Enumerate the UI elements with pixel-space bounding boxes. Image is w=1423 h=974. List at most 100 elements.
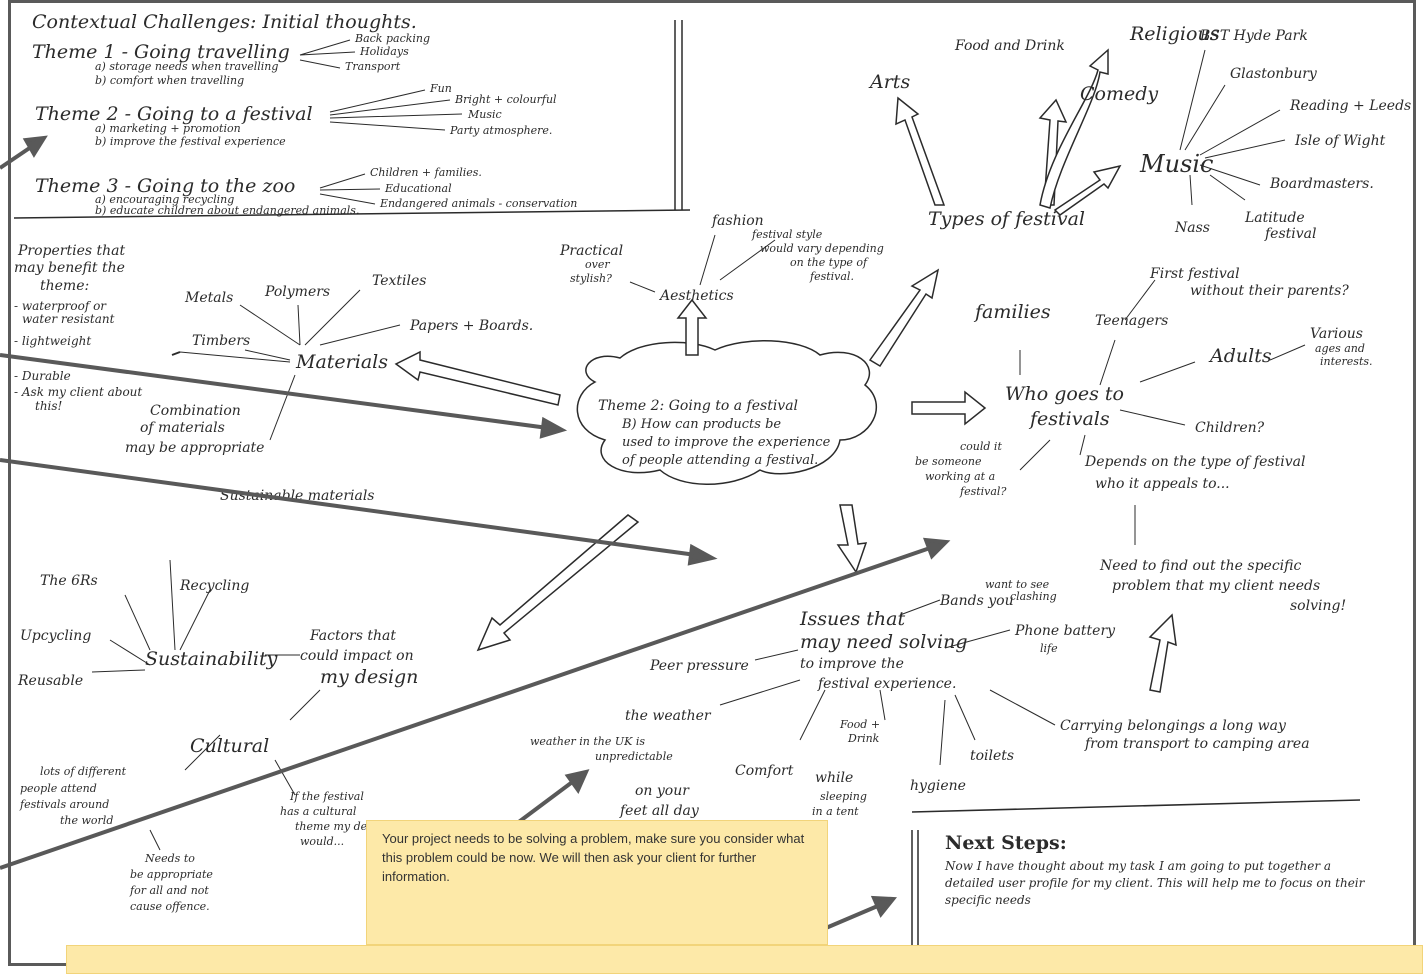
issues-phone-2: life [1040, 642, 1058, 655]
who-working-4: festival? [959, 485, 1006, 498]
theme-3-branch-children: Children + families. [370, 166, 482, 179]
issues-bands-1: Bands you [939, 593, 1014, 609]
issues-carry-1: Carrying belongings a long way [1060, 718, 1287, 734]
arrow-to-aesthetics [676, 298, 708, 356]
who-need-2: problem that my client needs [1112, 578, 1320, 594]
materials-branch-timbers: Timbers [192, 333, 250, 349]
issues-toilets: toilets [970, 748, 1014, 764]
materials-branch-textiles: Textiles [372, 273, 426, 289]
factors-cultural: Cultural [190, 735, 269, 757]
issues-feet-2: feet all day [619, 803, 700, 819]
properties-title-3: theme: [40, 278, 89, 294]
intro-divider-horizontal [13, 209, 691, 219]
who-first-2: without their parents? [1190, 283, 1349, 299]
teacher-feedback-note-bottom [66, 945, 1423, 974]
theme-2-title: Theme 2 - Going to a festival [35, 103, 313, 125]
issues-sleep-1: while [815, 770, 853, 786]
aesthetics-label: Aesthetics [658, 288, 734, 304]
issues-peer: Peer pressure [649, 658, 749, 674]
properties-item-4: - Durable [14, 369, 71, 383]
properties-block: Properties that may benefit the theme: -… [14, 243, 142, 413]
cultural-theme-2: has a cultural [280, 805, 357, 818]
next-steps-body: Now I have thought about my task I am go… [945, 859, 1365, 907]
aesthetics-style-4: festival. [809, 270, 854, 283]
music-nass: Nass [1174, 220, 1210, 236]
who-label-2: festivals [1028, 408, 1110, 430]
who-working-1: could it [960, 440, 1002, 453]
properties-item-6: this! [35, 399, 63, 413]
who-families: families [973, 301, 1051, 323]
who-label-1: Who goes to [1005, 383, 1124, 405]
theme-2-branch-bright: Bright + colourful [454, 93, 557, 106]
types-religious: Religious [1129, 23, 1220, 45]
pointer-arrow-head [22, 135, 48, 158]
types-arts: Arts [868, 71, 910, 93]
aesthetics-practical-2: over [585, 258, 610, 271]
issues-sleep-2: sleeping [820, 790, 867, 803]
issues-comfort: Comfort [735, 763, 794, 779]
factors-label-2: could impact on [300, 648, 414, 664]
center-line-4: of people attending a festival. [622, 453, 818, 468]
theme-1-branch-backpacking: Back packing [354, 32, 430, 45]
sus-reusable: Reusable [17, 673, 83, 689]
music-latitude: Latitude [1244, 210, 1305, 226]
materials-block: Materials Metals Polymers Textiles Timbe… [125, 273, 533, 504]
next-steps-title: Next Steps: [945, 832, 1067, 854]
arrow-to-factors [476, 514, 640, 652]
issues-feet-1: on your [635, 783, 690, 799]
issues-food-1: Food + [839, 718, 880, 731]
materials-note-1: Combination [150, 403, 241, 419]
teacher-feedback-text: Your project needs to be solving a probl… [382, 831, 805, 884]
issues-label-2: may need solving [800, 631, 968, 653]
aesthetics-practical-1: Practical [559, 243, 623, 259]
properties-item-3: - lightweight [14, 334, 91, 348]
materials-branch-papers: Papers + Boards. [409, 318, 533, 334]
theme-3-a: a) encouraging recycling [95, 193, 234, 206]
central-cloud: Theme 2: Going to a festival B) How can … [576, 339, 877, 485]
properties-title-1: Properties that [17, 243, 125, 259]
issues-label-4: festival experience. [817, 676, 956, 692]
teacher-feedback-note: Your project needs to be solving a probl… [366, 820, 828, 945]
issues-weather-uk-1: weather in the UK is [530, 735, 645, 748]
who-various-1: Various [1310, 326, 1363, 342]
offence-4: cause offence. [130, 900, 210, 913]
next-steps-panel: Next Steps: Now I have thought about my … [925, 824, 1395, 959]
next-steps-top-line [911, 799, 1361, 813]
theme-3-branch-educational: Educational [384, 182, 452, 195]
theme-1-title: Theme 1 - Going travelling [32, 41, 290, 63]
who-need-1: Need to find out the specific [1099, 558, 1301, 574]
materials-label: Materials [295, 351, 388, 373]
issues-label-3: to improve the [800, 656, 904, 672]
theme-2-branch-music: Music [467, 108, 502, 121]
sus-6rs: The 6Rs [40, 573, 98, 589]
sus-recycling: Recycling [179, 578, 249, 594]
who-teenagers: Teenagers [1095, 313, 1168, 329]
aesthetics-style-2: would vary depending [760, 242, 884, 255]
music-glastonbury: Glastonbury [1230, 66, 1318, 82]
theme-3-branch-endangered: Endangered animals - conservation [379, 197, 577, 210]
arrow-to-issues [836, 504, 868, 574]
pointer-arrows [0, 135, 951, 970]
issues-food-2: Drink [847, 732, 880, 745]
theme-2-a: a) marketing + promotion [95, 122, 241, 135]
aesthetics-style-3: on the type of [790, 256, 869, 269]
materials-note-3: may be appropriate [125, 440, 264, 456]
center-line-3: used to improve the experience [622, 435, 831, 450]
who-adults: Adults [1208, 345, 1272, 367]
main-branch-arrows [394, 48, 1177, 693]
factors-sustainability: Sustainability [145, 648, 278, 670]
issues-phone-1: Phone battery [1014, 623, 1116, 639]
theme-1-branch-transport: Transport [345, 60, 401, 73]
cultural-theme-4: would... [300, 835, 344, 848]
arrow-to-types [868, 268, 940, 368]
issues-bands-3: clashing [1010, 590, 1057, 603]
materials-sustainable: Sustainable materials [220, 488, 375, 504]
intro-title: Contextual Challenges: Initial thoughts. [32, 11, 417, 33]
properties-item-2: water resistant [22, 312, 115, 326]
properties-item-1: - waterproof or [14, 299, 107, 313]
music-latitude-2: festival [1264, 226, 1317, 242]
factors-block: Factors that could impact on my design S… [17, 573, 418, 913]
who-various-2: ages and [1315, 342, 1365, 355]
issues-weather: the weather [625, 708, 712, 724]
